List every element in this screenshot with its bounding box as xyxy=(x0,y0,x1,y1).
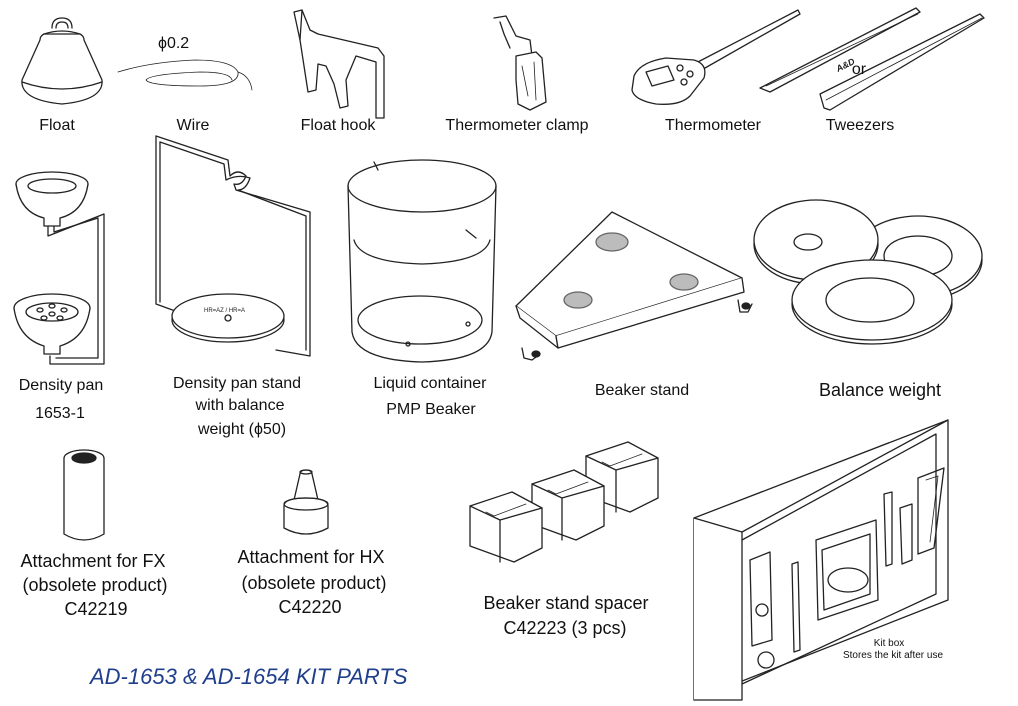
attachment-hx-label-1: Attachment for HX xyxy=(237,547,385,567)
liquid-container-label-2: PMP Beaker xyxy=(386,401,476,418)
attachment-hx-code: C42220 xyxy=(278,597,342,617)
tweezers-drawing: A&D xyxy=(759,7,985,111)
svg-text:HR=AZ / HR=A: HR=AZ / HR=A xyxy=(204,308,245,314)
beaker-stand-spacer-label: Beaker stand spacer xyxy=(483,593,649,613)
tweezers-alt-label: or xyxy=(851,61,867,78)
balance-weight-label: Balance weight xyxy=(818,380,942,400)
beaker-stand-label: Beaker stand xyxy=(594,382,690,399)
float-drawing xyxy=(21,17,103,105)
float-label: Float xyxy=(39,117,75,134)
wire-label: Wire xyxy=(176,117,210,134)
attachment-hx-drawing xyxy=(283,469,329,535)
density-pan-stand-label-3: weight (ϕ50) xyxy=(197,421,287,438)
thermometer-clamp-label: Thermometer clamp xyxy=(445,117,589,134)
thermometer-label: Thermometer xyxy=(664,117,762,134)
page-title: AD-1653 & AD-1654 KIT PARTS xyxy=(90,664,408,689)
density-pan-code: 1653-1 xyxy=(35,405,85,422)
density-pan-stand-drawing: HR=AZ / HR=A xyxy=(155,135,311,357)
attachment-fx-label-1: Attachment for FX xyxy=(20,551,166,571)
attachment-fx-label-2: (obsolete product) xyxy=(22,575,168,595)
attachment-fx-drawing xyxy=(63,449,105,541)
tweezers-label: Tweezers xyxy=(825,117,895,134)
beaker-stand-spacer-drawing xyxy=(469,441,659,563)
wire-drawing xyxy=(117,59,253,91)
wire-dimension-label: ϕ0.2 xyxy=(158,35,190,52)
density-pan-label: Density pan xyxy=(18,377,104,394)
balance-weight-drawing xyxy=(753,199,983,345)
density-pan-stand-label-1: Density pan stand xyxy=(172,375,302,392)
thermometer-clamp-drawing xyxy=(493,15,547,111)
beaker-stand-drawing xyxy=(515,211,753,361)
attachment-hx-label-2: (obsolete product) xyxy=(241,573,387,593)
kit-box-drawing xyxy=(693,419,949,701)
attachment-fx-code: C42219 xyxy=(64,599,128,619)
kit-box-description: Stores the kit after use xyxy=(842,650,944,661)
liquid-container-drawing xyxy=(347,159,497,363)
kit-box-label: Kit box xyxy=(873,638,905,649)
liquid-container-label-1: Liquid container xyxy=(373,375,487,392)
float-hook-drawing xyxy=(293,9,385,119)
thermometer-drawing xyxy=(631,9,801,105)
beaker-stand-spacer-code: C42223 (3 pcs) xyxy=(503,618,627,638)
density-pan-drawing xyxy=(13,171,105,365)
density-pan-stand-label-2: with balance xyxy=(195,397,285,414)
float-hook-label: Float hook xyxy=(300,117,376,134)
